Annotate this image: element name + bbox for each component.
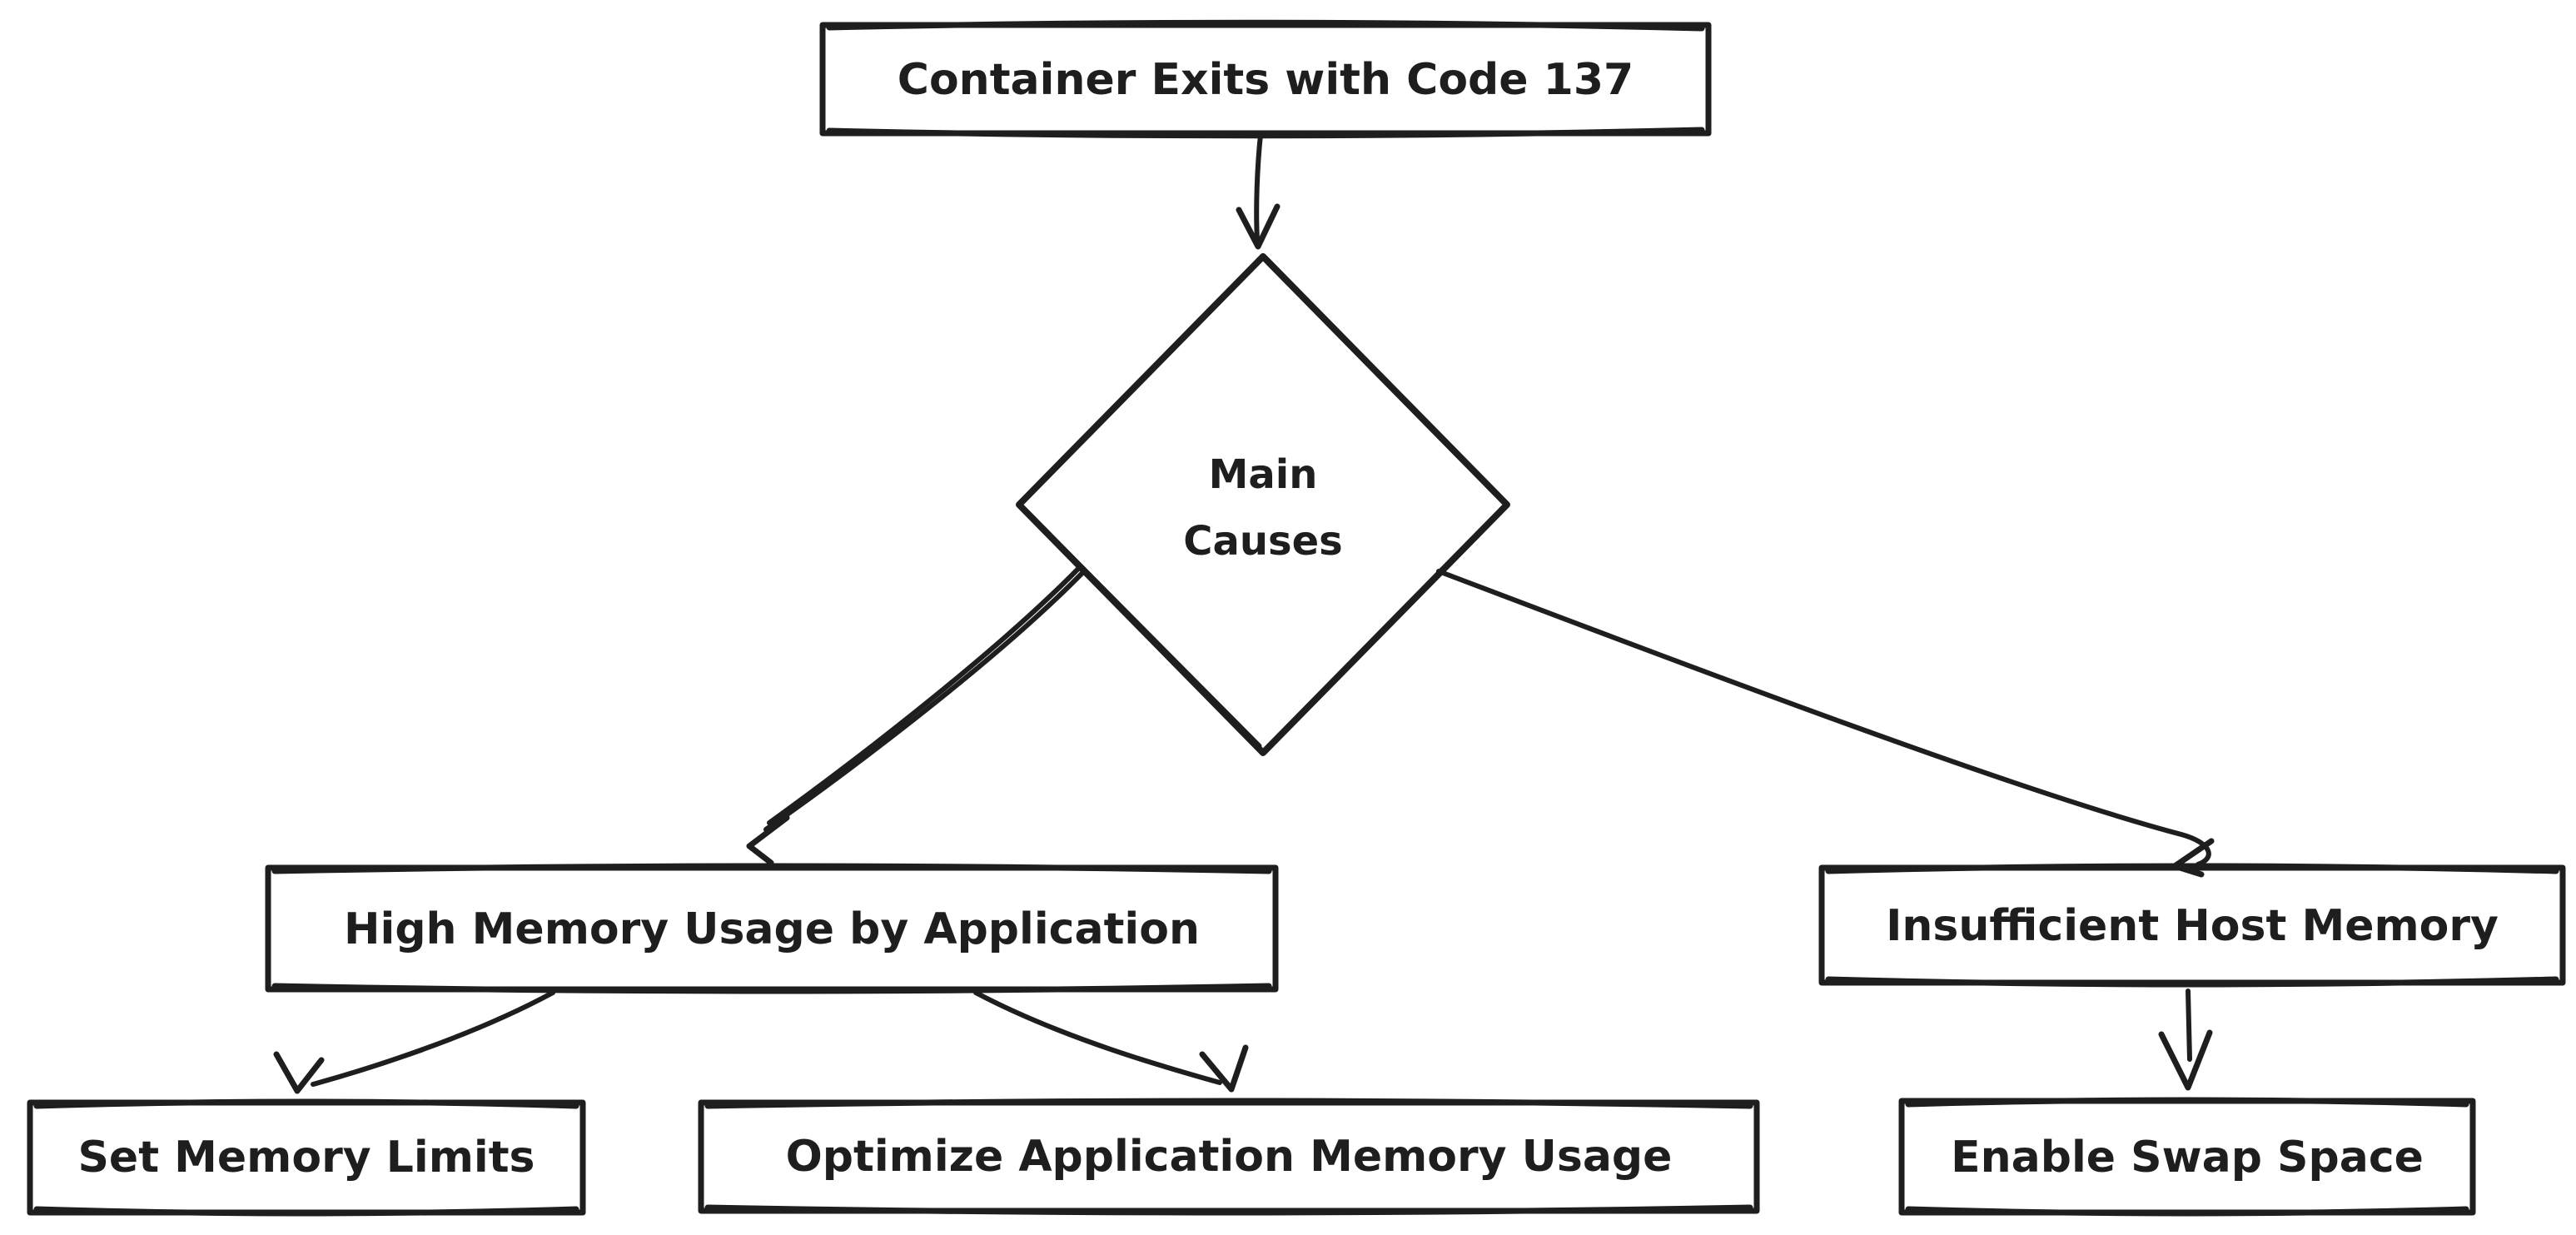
arrow-shaft xyxy=(1254,132,1263,242)
node-enable-swap-label: Enable Swap Space xyxy=(1951,1133,2424,1183)
node-optimize-usage-box-overdraw xyxy=(704,1098,1753,1216)
edge-high-memory-to-optimize-usage xyxy=(973,990,1249,1093)
node-insufficient-host-box-overdraw xyxy=(1825,863,2559,988)
node-high-memory-box-overdraw xyxy=(271,863,1272,994)
arrow-shaft xyxy=(763,570,1085,832)
node-high-memory: High Memory Usage by Application xyxy=(265,863,1279,994)
edge-main-causes-to-high-memory xyxy=(746,565,1085,866)
node-set-limits: Set Memory Limits xyxy=(27,1098,586,1217)
node-optimize-usage-label: Optimize Application Memory Usage xyxy=(786,1132,1673,1182)
node-exit-code-box-overdraw xyxy=(826,19,1705,139)
node-main-causes-label-line1: Main xyxy=(1209,451,1318,498)
edge-high-memory-to-set-limits xyxy=(273,990,555,1094)
arrow-shaft xyxy=(311,990,555,1087)
node-main-causes: Main Causes xyxy=(1016,253,1510,756)
arrow-head-icon xyxy=(1199,1044,1249,1093)
node-set-limits-box-overdraw xyxy=(33,1098,579,1217)
edge-exit-code-to-main-causes xyxy=(1236,132,1281,250)
arrow-shaft xyxy=(1436,569,2211,867)
node-main-causes-diamond xyxy=(1016,253,1510,756)
node-exit-code: Container Exits with Code 137 xyxy=(819,19,1712,139)
arrow-shaft xyxy=(2186,988,2192,1062)
node-enable-swap-box-overdraw xyxy=(1905,1097,2469,1217)
arrow-shaft-overdraw xyxy=(767,565,1082,825)
node-optimize-usage: Optimize Application Memory Usage xyxy=(698,1098,1760,1216)
arrow-head-icon xyxy=(273,1051,325,1094)
arrow-head-icon xyxy=(1236,203,1281,250)
node-main-causes-overdraw xyxy=(1026,511,1262,749)
node-set-limits-label: Set Memory Limits xyxy=(77,1133,535,1183)
node-main-causes-label-line2: Causes xyxy=(1183,518,1342,565)
arrow-shaft xyxy=(973,990,1222,1085)
edge-insufficient-host-to-enable-swap xyxy=(2158,988,2213,1091)
node-exit-code-label: Container Exits with Code 137 xyxy=(898,55,1634,105)
node-insufficient-host-label: Insufficient Host Memory xyxy=(1886,901,2499,951)
node-insufficient-host: Insufficient Host Memory xyxy=(1818,863,2566,988)
arrow-head-icon xyxy=(2158,1029,2213,1091)
node-high-memory-label: High Memory Usage by Application xyxy=(344,904,1200,954)
arrow-head-icon xyxy=(746,814,790,866)
node-enable-swap: Enable Swap Space xyxy=(1898,1097,2476,1217)
edge-main-causes-to-insufficient-host xyxy=(1436,569,2215,878)
